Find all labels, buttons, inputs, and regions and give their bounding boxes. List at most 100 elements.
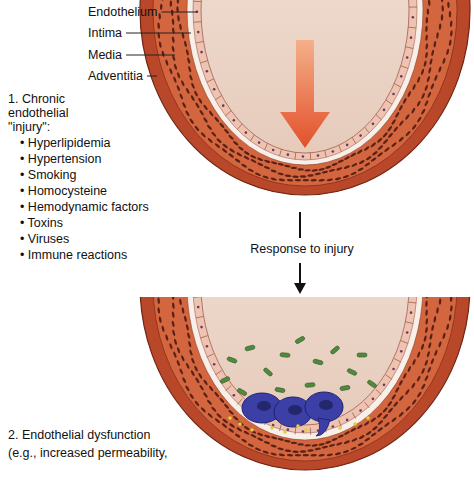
nucleus <box>417 76 421 83</box>
nucleus <box>187 57 191 64</box>
lipid-dot <box>228 416 232 420</box>
part-label: Adventitia <box>88 69 143 83</box>
nucleus <box>402 373 407 380</box>
cell-border <box>200 336 207 338</box>
leader-line <box>162 12 198 13</box>
cell-border <box>280 424 282 431</box>
nucleus <box>257 401 271 411</box>
platelet <box>295 336 306 344</box>
nucleus <box>203 117 209 124</box>
nucleus <box>364 437 371 442</box>
nucleus <box>211 406 217 412</box>
nucleus <box>169 343 173 350</box>
nucleus <box>216 413 222 419</box>
nucleus <box>165 59 169 66</box>
nucleus <box>221 148 227 154</box>
nucleus <box>288 405 302 415</box>
nucleus <box>310 179 317 182</box>
nucleus <box>198 372 203 379</box>
nucleus <box>229 148 236 154</box>
lipid-dot <box>353 422 357 426</box>
nucleus <box>329 168 336 172</box>
nucleus <box>438 66 442 73</box>
nucleus <box>243 430 250 435</box>
nucleus <box>357 424 364 430</box>
nucleus <box>233 119 236 122</box>
platelet <box>330 345 340 354</box>
nucleus <box>430 358 435 365</box>
nucleus <box>171 36 174 43</box>
part-label: Intima <box>88 26 122 40</box>
nucleus <box>185 385 190 392</box>
nucleus <box>173 63 177 70</box>
nucleus <box>314 447 321 450</box>
nucleus <box>207 412 213 418</box>
nucleus <box>257 437 264 442</box>
nucleus <box>300 450 306 452</box>
nucleus <box>176 360 181 367</box>
nucleus <box>424 375 429 382</box>
nucleus <box>255 172 262 177</box>
nucleus <box>228 428 235 434</box>
nucleus <box>427 8 430 14</box>
nucleus <box>222 143 228 149</box>
nucleus <box>173 338 177 345</box>
cell-border <box>394 359 401 363</box>
nucleus <box>222 104 225 107</box>
nucleus <box>351 438 358 443</box>
nucleus <box>407 91 412 98</box>
nucleus <box>322 170 329 174</box>
nucleus <box>416 116 422 123</box>
nucleus <box>257 157 264 162</box>
nucleus <box>159 41 162 48</box>
nucleus <box>420 343 424 350</box>
nucleus <box>180 80 185 87</box>
nucleus <box>214 143 220 149</box>
nucleus <box>425 52 429 59</box>
lipid-dot <box>283 430 287 434</box>
nucleus <box>195 377 200 384</box>
nucleus <box>411 124 417 131</box>
nucleus <box>326 453 333 457</box>
nucleus <box>187 332 191 339</box>
nucleus <box>307 174 314 177</box>
nucleus <box>311 169 318 172</box>
nucleus <box>370 142 376 148</box>
nucleus <box>377 137 383 143</box>
nucleus <box>384 147 390 153</box>
monocytes <box>242 392 343 436</box>
nucleus <box>277 447 284 451</box>
nucleus <box>344 155 351 160</box>
list-item: • Viruses <box>20 232 69 246</box>
nucleus <box>213 88 216 91</box>
nucleus <box>394 112 399 119</box>
cell-border <box>295 427 297 434</box>
nucleus <box>194 400 200 407</box>
nucleus <box>284 439 291 442</box>
nucleus <box>359 409 362 412</box>
nucleus <box>179 368 184 375</box>
nucleus <box>222 418 228 424</box>
nucleus <box>402 98 407 105</box>
nucleus <box>383 109 386 112</box>
nucleus <box>431 325 435 332</box>
nucleus <box>243 150 250 155</box>
nucleus <box>442 57 446 64</box>
nucleus <box>176 347 180 354</box>
nucleus <box>393 126 399 132</box>
nucleus <box>436 307 439 314</box>
nucleus <box>157 307 160 314</box>
nucleus <box>382 132 388 138</box>
nucleus <box>439 23 442 30</box>
nucleus <box>241 438 248 443</box>
nucleus <box>200 51 203 54</box>
nucleus <box>271 161 278 165</box>
nucleus <box>171 321 175 328</box>
nucleus <box>185 110 190 117</box>
nucleus <box>171 311 174 318</box>
nucleus <box>318 167 325 171</box>
nucleus <box>426 76 430 83</box>
nucleus <box>172 302 175 309</box>
nucleus <box>223 128 229 134</box>
nucleus <box>160 4 162 10</box>
